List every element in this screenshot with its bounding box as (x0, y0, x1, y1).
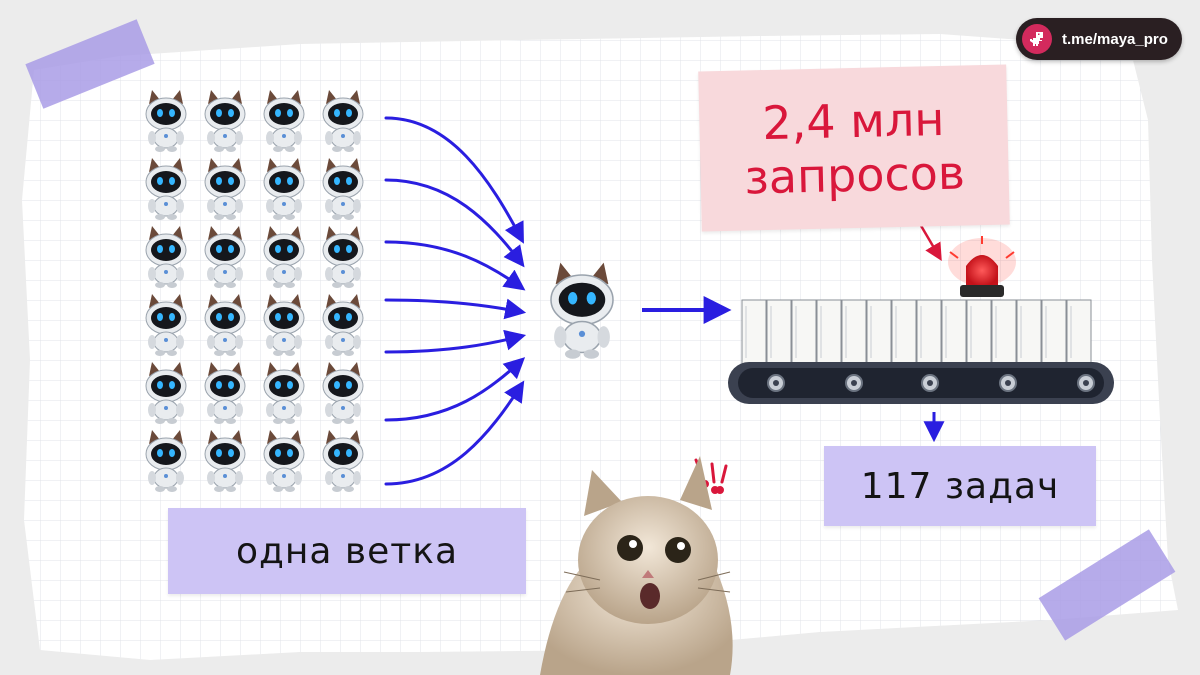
robot-cat-icon (263, 362, 305, 424)
robot-cat-icon (263, 226, 305, 288)
branch-label: одна ветка (235, 530, 459, 572)
surprised-cat-icon (540, 456, 733, 675)
robot-cat-icon (204, 90, 246, 152)
conveyor-belt-icon (728, 299, 1114, 404)
fan-arrow (384, 116, 524, 244)
channel-link[interactable]: t.me/maya_pro (1062, 30, 1168, 48)
fan-in-arrows (384, 116, 527, 486)
robot-cat-icon (204, 294, 246, 356)
fan-arrow (384, 380, 525, 486)
channel-badge[interactable]: t.me/maya_pro (1016, 18, 1182, 60)
fan-arrow (384, 329, 527, 354)
requests-sticky-note: 2,4 млн запросов (698, 64, 1010, 232)
fan-arrow (384, 298, 527, 320)
tasks-label: 117 задач (860, 465, 1060, 507)
robot-cat-icon (204, 158, 246, 220)
robot-cat-icon (145, 158, 187, 220)
robot-cat-icon (263, 158, 305, 220)
robot-cat-icon (145, 226, 187, 288)
robot-cat-icon (204, 362, 246, 424)
tape-bottom-right (1038, 529, 1176, 641)
robot-cat-icon (322, 430, 364, 492)
tape-top-left (25, 19, 155, 109)
robot-cat-icon (145, 294, 187, 356)
robot-cat-icon (204, 226, 246, 288)
robot-cat-icon (263, 430, 305, 492)
siren-icon (948, 236, 1016, 297)
robot-cat-icon (145, 430, 187, 492)
robot-cat-icon (322, 158, 364, 220)
main-robot-cat-icon (550, 262, 614, 359)
robot-cat-icon (145, 362, 187, 424)
robot-cat-icon (322, 362, 364, 424)
fan-arrow (384, 357, 526, 422)
arrow-to-siren (918, 223, 942, 262)
robot-cat-icon (322, 226, 364, 288)
requests-label: запросов (743, 145, 966, 205)
robot-cat-icon (322, 294, 364, 356)
fan-arrow (384, 240, 526, 291)
branch-sticky-note: одна ветка (168, 508, 526, 594)
fan-arrow (384, 178, 525, 268)
requests-count: 2,4 млн (761, 91, 945, 151)
robot-cat-icon (263, 294, 305, 356)
robot-cat-icon (204, 430, 246, 492)
agents-grid (145, 90, 364, 492)
tasks-sticky-note: 117 задач (824, 446, 1096, 526)
robot-cat-icon (145, 90, 187, 152)
dino-icon (1022, 24, 1052, 54)
robot-cat-icon (322, 90, 364, 152)
robot-cat-icon (263, 90, 305, 152)
